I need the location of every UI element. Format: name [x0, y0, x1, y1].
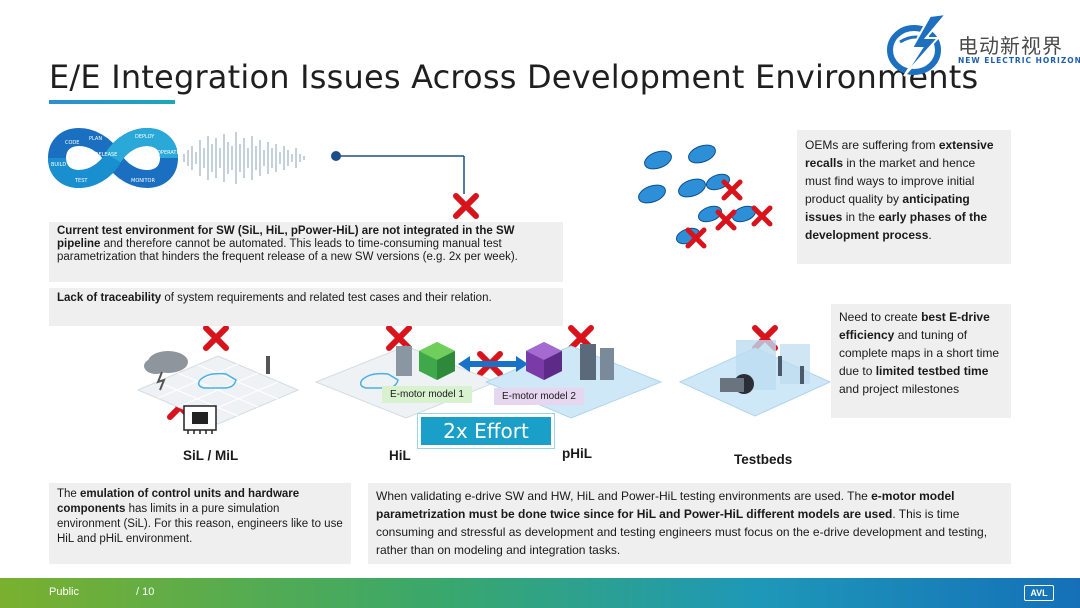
oems-bold: anticipating issues [805, 192, 970, 224]
slide-title: E/E Integration Issues Across Developmen… [49, 58, 979, 96]
current-test-env-box: Current test environment for SW (SiL, Hi… [49, 222, 563, 282]
oems-bold: early phases of the development process [805, 210, 988, 242]
need-bold: limited testbed time [875, 364, 989, 378]
need-text: and tuning of complete maps in a short t… [839, 328, 1000, 378]
current-test-env-text: and therefore cannot be automated. This … [57, 238, 518, 263]
emulation-limits-box: The emulation of control units and hardw… [49, 483, 351, 564]
title-underline [49, 100, 175, 104]
signal-waveform-icon [183, 132, 305, 184]
validation-text: . This is time consuming and stressful a… [376, 507, 988, 557]
red-x-icon [203, 325, 229, 351]
validation-text: When validating e-drive SW and HW, HiL a… [376, 489, 872, 503]
oems-text: in the market and hence must find ways t… [805, 156, 976, 206]
oems-text: in the [842, 210, 879, 224]
emulation-text: The [57, 488, 81, 500]
oems-recalls-box: OEMs are suffering from extensive recall… [797, 130, 1011, 264]
need-text: Need to create [839, 310, 922, 324]
double-arrow-icon [458, 356, 528, 372]
recalled-cars-illustration [638, 144, 773, 249]
logo-english-name: NEW ELECTRIC HORIZON [958, 56, 1080, 65]
devops-label: DEPLOY [135, 134, 155, 140]
devops-label: TEST [74, 178, 88, 184]
emulation-text: has limits in a pure simulation environm… [57, 503, 343, 545]
devops-label: BUILD [51, 162, 66, 168]
traceability-text: of system requirements and related test … [161, 292, 492, 304]
oems-text: OEMs are suffering from [805, 138, 939, 152]
traceability-bold: Lack of traceability [57, 292, 162, 304]
devops-label: CODE [65, 140, 79, 146]
avl-logo: AVL [1024, 585, 1054, 601]
devops-label: MONITOR [131, 178, 155, 184]
need-bold: best E-drive efficiency [839, 310, 990, 342]
green-cube-icon [419, 342, 455, 380]
footer-bar: Public / 10 AVL [0, 578, 1080, 608]
e-motor-model-1-label: E-motor model 1 [382, 386, 472, 403]
devops-label: OPERATE [157, 150, 180, 156]
oems-text: . [928, 228, 932, 242]
emulation-bold: emulation of control units and hardware … [57, 488, 300, 515]
hil-label: HiL [389, 448, 411, 463]
testbeds-label: Testbeds [734, 452, 793, 467]
oems-bold: extensive recalls [805, 138, 994, 170]
logo-chinese-name: 电动新视界 [958, 34, 1063, 58]
lightning-globe-icon [887, 12, 949, 77]
testbed-illustration [678, 340, 832, 417]
double-effort-badge: 2x Effort [418, 414, 554, 448]
page-number: / 10 [136, 586, 155, 598]
validation-bold: e-motor model parametrization must be do… [376, 489, 955, 521]
ecu-chip-icon [183, 405, 217, 434]
phil-label: pHiL [562, 446, 592, 461]
purple-cube-icon [526, 342, 562, 380]
red-x-icon [453, 193, 479, 219]
pipeline-connector [331, 151, 465, 194]
red-x-icon [386, 325, 412, 351]
devops-infinity-icon: CODE PLAN BUILD RELEASE TEST DEPLOY OPER… [47, 128, 180, 188]
traceability-box: Lack of traceability of system requireme… [49, 288, 563, 326]
devops-label: PLAN [89, 136, 102, 142]
devops-label: RELEASE [95, 152, 117, 158]
need-text: and project milestones [839, 382, 960, 396]
validation-twice-box: When validating e-drive SW and HW, HiL a… [368, 483, 1011, 564]
brand-logo: 电动新视界 NEW ELECTRIC HORIZON [886, 12, 1080, 78]
classification-label: Public [49, 586, 79, 598]
e-motor-model-2-label: E-motor model 2 [494, 388, 584, 405]
efficiency-need-box: Need to create best E-drive efficiency a… [831, 304, 1011, 418]
sil-mil-label: SiL / MiL [183, 448, 239, 463]
current-test-env-bold: Current test environment for SW (SiL, Hi… [57, 225, 515, 250]
